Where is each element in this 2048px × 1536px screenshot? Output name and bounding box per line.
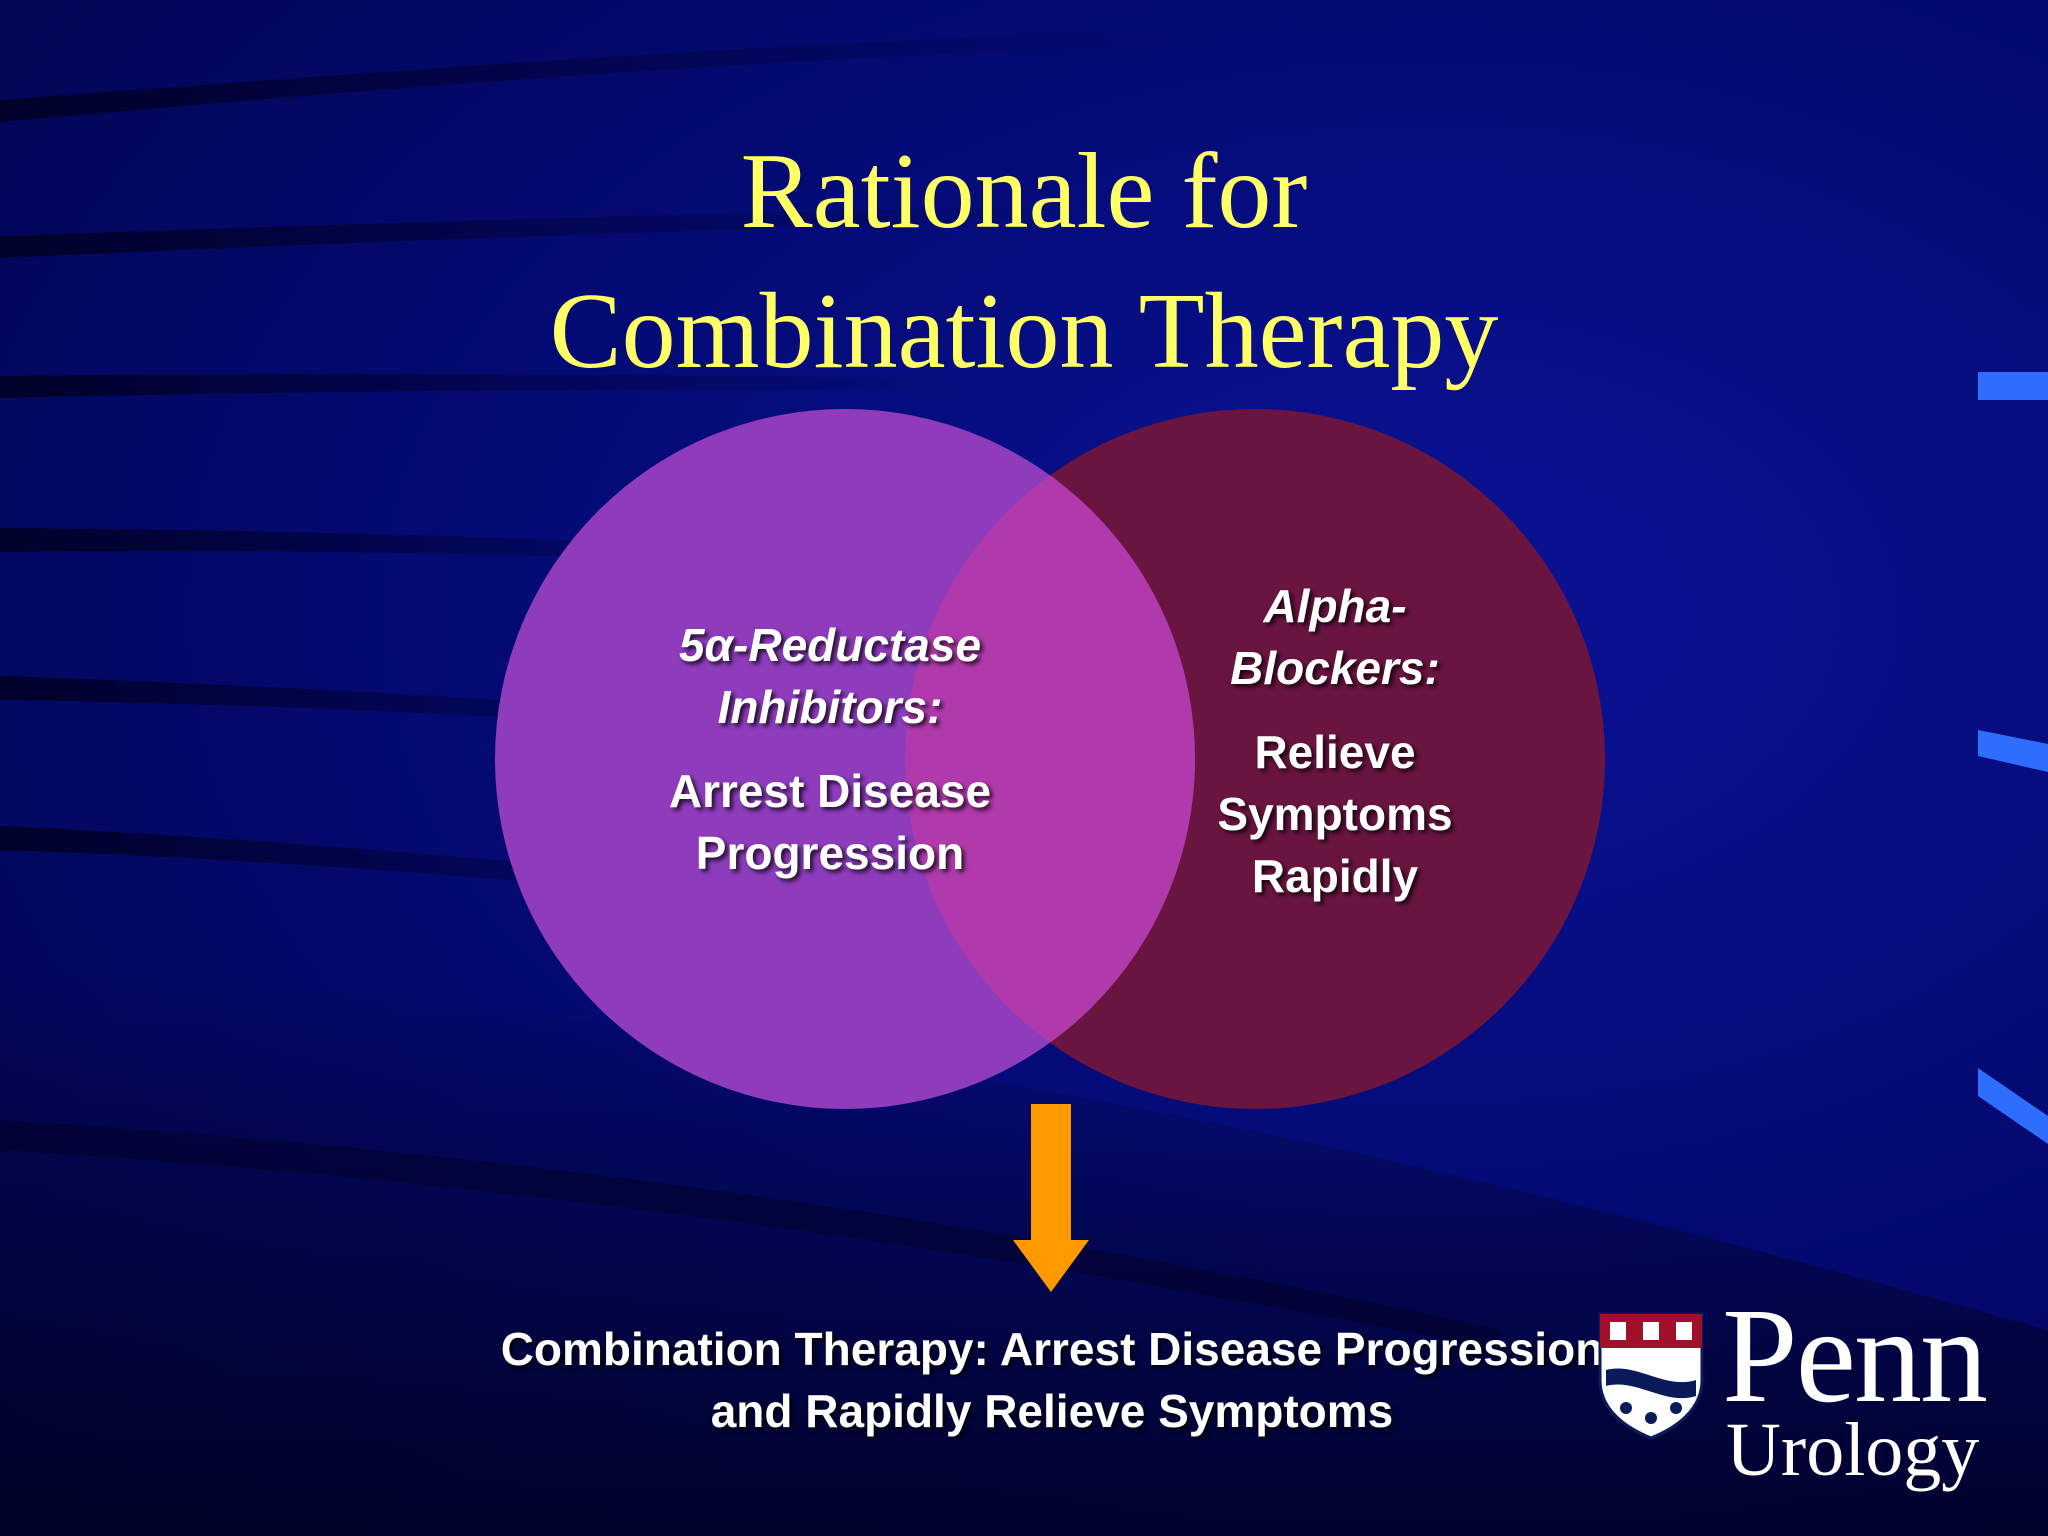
conclusion-text: Combination Therapy: Arrest Disease Prog… <box>352 1318 1752 1442</box>
edge-accent-1 <box>1978 372 2048 400</box>
conclusion-line-2: and Rapidly Relieve Symptoms <box>710 1385 1394 1437</box>
penn-shield-icon <box>1598 1312 1704 1440</box>
left-body-line-2: Progression <box>695 827 965 879</box>
edge-accent-2 <box>1978 730 2048 772</box>
slide-title-line-2: Combination Therapy <box>549 272 1499 391</box>
penn-urology-logo: Penn Urology <box>1592 1288 2012 1500</box>
right-body-line-3: Rapidly <box>1251 850 1419 902</box>
logo-wordmark: Penn <box>1722 1281 1988 1431</box>
left-heading-line-1: 5α-Reductase <box>678 619 982 671</box>
left-heading-line-2: Inhibitors: <box>717 681 943 733</box>
right-body-line-2: Symptoms <box>1217 788 1453 840</box>
venn-overlap <box>905 409 1195 1109</box>
venn-right-label: Alpha- Blockers: Relieve Symptoms Rapidl… <box>1175 575 1495 907</box>
right-heading-line-1: Alpha- <box>1263 580 1407 632</box>
slide-title-line-1: Rationale for <box>740 132 1308 251</box>
edge-accent-3 <box>1978 1068 2048 1144</box>
left-body-line-1: Arrest Disease <box>668 765 992 817</box>
venn-left-label: 5α-Reductase Inhibitors: Arrest Disease … <box>600 614 1060 884</box>
logo-subtitle: Urology <box>1726 1408 1980 1492</box>
right-body-line-1: Relieve <box>1254 726 1416 778</box>
right-heading-line-2: Blockers: <box>1230 642 1440 694</box>
conclusion-line-1: Combination Therapy: Arrest Disease Prog… <box>500 1323 1604 1375</box>
